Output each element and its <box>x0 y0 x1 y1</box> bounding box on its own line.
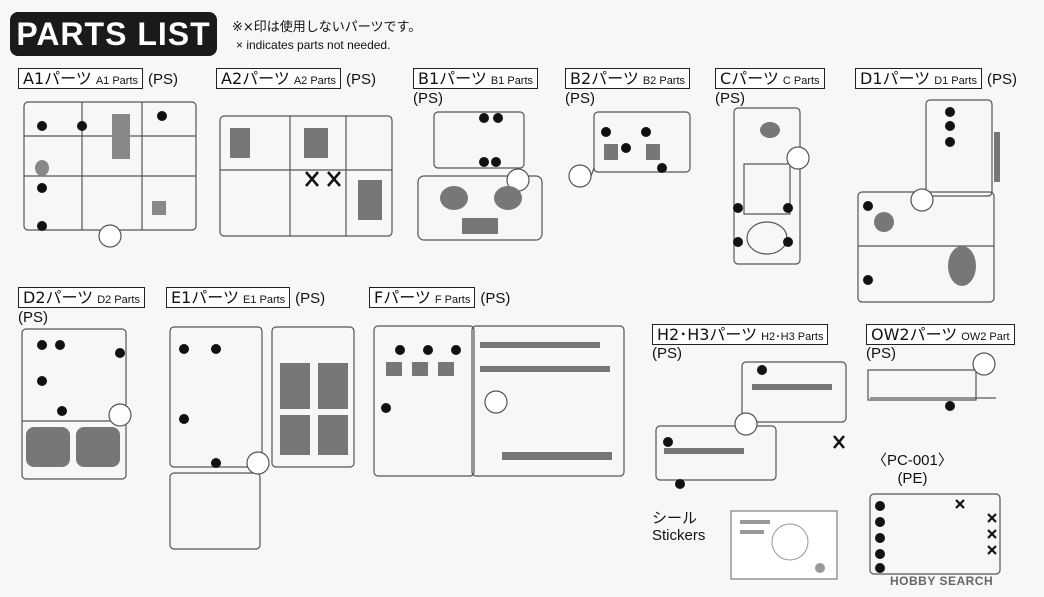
pc001-title: 〈PC-001〉 (PE) <box>872 452 953 488</box>
runner-a1-diagram <box>23 101 197 248</box>
watermark: HOBBY SEARCH <box>890 574 994 588</box>
pc001-material: (PE) <box>897 470 928 487</box>
runner-h2h3-diagram <box>655 361 847 489</box>
runner-h2h3-material: (PS) <box>652 345 682 362</box>
page-title: PARTS LIST <box>16 15 211 52</box>
runner-b1-material: (PS) <box>413 90 443 107</box>
runner-c-diagram <box>733 107 810 265</box>
runner-d2-material: (PS) <box>18 309 48 326</box>
sticker-sheet-diagram <box>730 510 838 580</box>
runner-d1-diagram <box>857 99 1000 303</box>
parts-list-header: PARTS LIST <box>10 12 217 56</box>
stickers-label-en: Stickers <box>652 527 706 544</box>
runner-ow2-diagram <box>867 352 996 411</box>
pc001-diagram <box>869 493 1001 575</box>
runner-d2-diagram <box>21 328 132 480</box>
runner-e1-diagram <box>169 326 355 550</box>
stickers-label-jp: シール <box>652 510 698 527</box>
note-japanese: ※×印は使用しないパーツです。 <box>232 20 422 35</box>
runner-b2-diagram <box>568 111 691 188</box>
runner-b2-material: (PS) <box>565 90 595 107</box>
runner-f-diagram <box>373 325 625 477</box>
note-english: × indicates parts not needed. <box>236 38 391 52</box>
runner-c-material: (PS) <box>715 90 745 107</box>
runner-b1-diagram <box>417 111 543 241</box>
runner-a2-diagram <box>219 115 393 237</box>
stickers-label: シール Stickers <box>652 510 705 544</box>
runner-ow2-material: (PS) <box>866 345 896 362</box>
pc001-name: 〈PC-001〉 <box>872 452 953 469</box>
